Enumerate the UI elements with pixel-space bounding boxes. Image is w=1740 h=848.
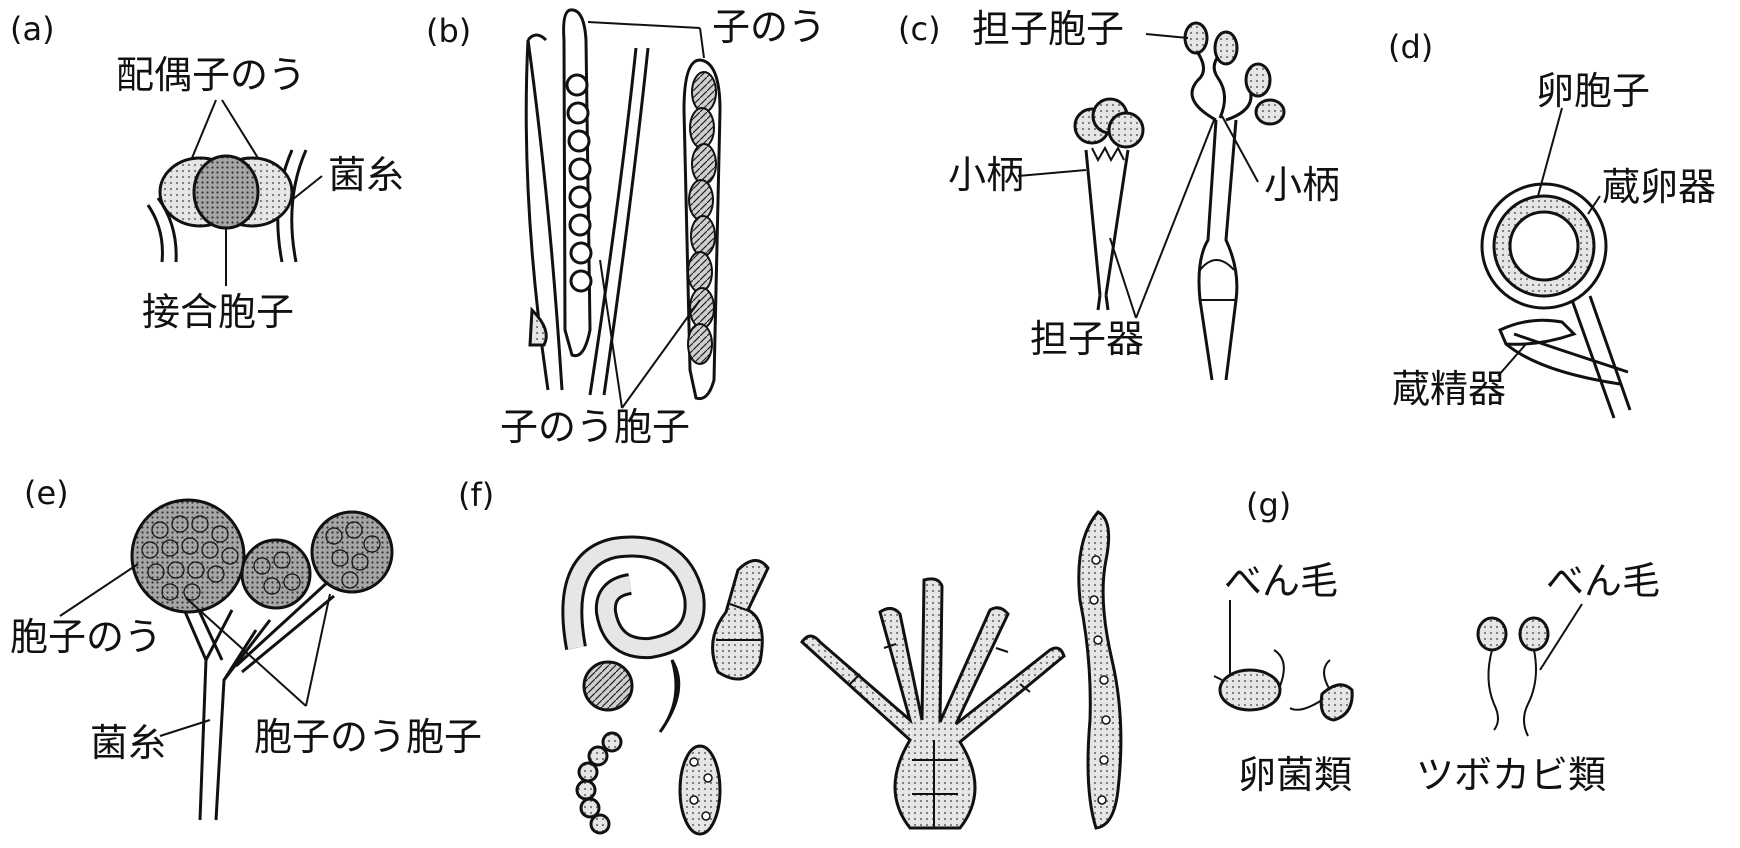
zygospore-body [194, 156, 258, 228]
panel-e-tag: (e) [24, 474, 69, 512]
antheridium-label: 蔵精器 [1392, 367, 1506, 411]
sterigma-label-right: 小柄 [1264, 163, 1340, 207]
basidium-right-septa [1200, 260, 1236, 300]
chytrid-flagellum-2 [1524, 650, 1536, 736]
flagellum-label-right: べん毛 [1546, 559, 1660, 603]
paraphysis-2b [604, 48, 648, 395]
ascus-base-knob [530, 310, 546, 345]
panel-g-tag: (g) [1246, 486, 1291, 524]
ascus-label: 子のう [712, 5, 826, 49]
panel-b: (b) 子のう 子のう胞子 [426, 5, 826, 449]
ascospore-label: 子のう胞子 [500, 405, 690, 449]
panel-d-tag: (d) [1388, 28, 1433, 66]
basidium-left [1086, 150, 1128, 310]
panel-c-tag: (c) [898, 10, 941, 48]
sporangium-small [242, 540, 310, 608]
basidium-right [1199, 120, 1237, 380]
sterigmata-left [1092, 148, 1124, 160]
oomycetes-label: 卵菌類 [1238, 753, 1352, 797]
hypha-right-b [292, 150, 306, 262]
flagellum-label-left: べん毛 [1224, 559, 1338, 603]
panel-f-tag: (f) [458, 476, 494, 514]
chytrid-zoospore-2 [1520, 618, 1548, 650]
suspensor-left [148, 205, 162, 262]
basidiospore-label: 担子胞子 [972, 7, 1124, 51]
sporangium-main [132, 500, 244, 612]
chain-spore [577, 733, 621, 833]
crescent-spore [660, 660, 679, 732]
oospore-inner [1510, 212, 1578, 280]
panel-e: (e) 胞子のう 菌糸 胞子のう胞子 [10, 474, 482, 820]
ascus-right-spores [688, 72, 716, 364]
oomycete-zoospore-2 [1321, 685, 1352, 720]
sporangiospore-label: 胞子のう胞子 [254, 715, 482, 759]
netted-spore [584, 662, 632, 710]
panel-a: (a) 配偶子のう 菌糸 接合胞子 [10, 10, 404, 334]
sporangium-label: 胞子のう [10, 615, 162, 659]
gametangia-label: 配偶子のう [116, 53, 306, 97]
chytrid-flagellum-1 [1488, 650, 1498, 730]
coiled-spore-fill [572, 547, 694, 649]
basidium-label: 担子器 [1030, 317, 1144, 361]
hypha-label-a: 菌糸 [328, 153, 404, 197]
panel-a-tag: (a) [10, 10, 55, 48]
paraphysis-tip [528, 35, 546, 40]
panel-g: (g) べん毛 卵菌類 べん毛 ツボカビ類 [1214, 486, 1660, 797]
oval-spore [680, 746, 720, 834]
club-spore [713, 560, 768, 679]
chytrid-zoospore-1 [1478, 618, 1506, 650]
zygospore-label: 接合胞子 [142, 290, 294, 334]
basidiospores-left [1075, 99, 1143, 147]
ascospore-leaders [600, 260, 700, 408]
chytrids-label: ツボカビ類 [1416, 753, 1606, 797]
hypha-label-e: 菌糸 [90, 721, 166, 765]
oogonium-label: 蔵卵器 [1602, 165, 1716, 209]
oospore-label: 卵胞子 [1536, 69, 1650, 113]
panel-c: (c) 担子胞子 小柄 小柄 担子器 [898, 7, 1340, 380]
panel-b-tag: (b) [426, 12, 471, 50]
ascus-left [564, 10, 590, 356]
panel-f: (f) [458, 476, 1121, 834]
ascus-leaders [588, 22, 704, 58]
basidiospore-leader [1146, 34, 1188, 38]
sterigma-label-left: 小柄 [948, 153, 1024, 197]
panel-d: (d) 卵胞子 蔵卵器 蔵精器 [1388, 28, 1716, 418]
sporangium-right [312, 512, 392, 592]
